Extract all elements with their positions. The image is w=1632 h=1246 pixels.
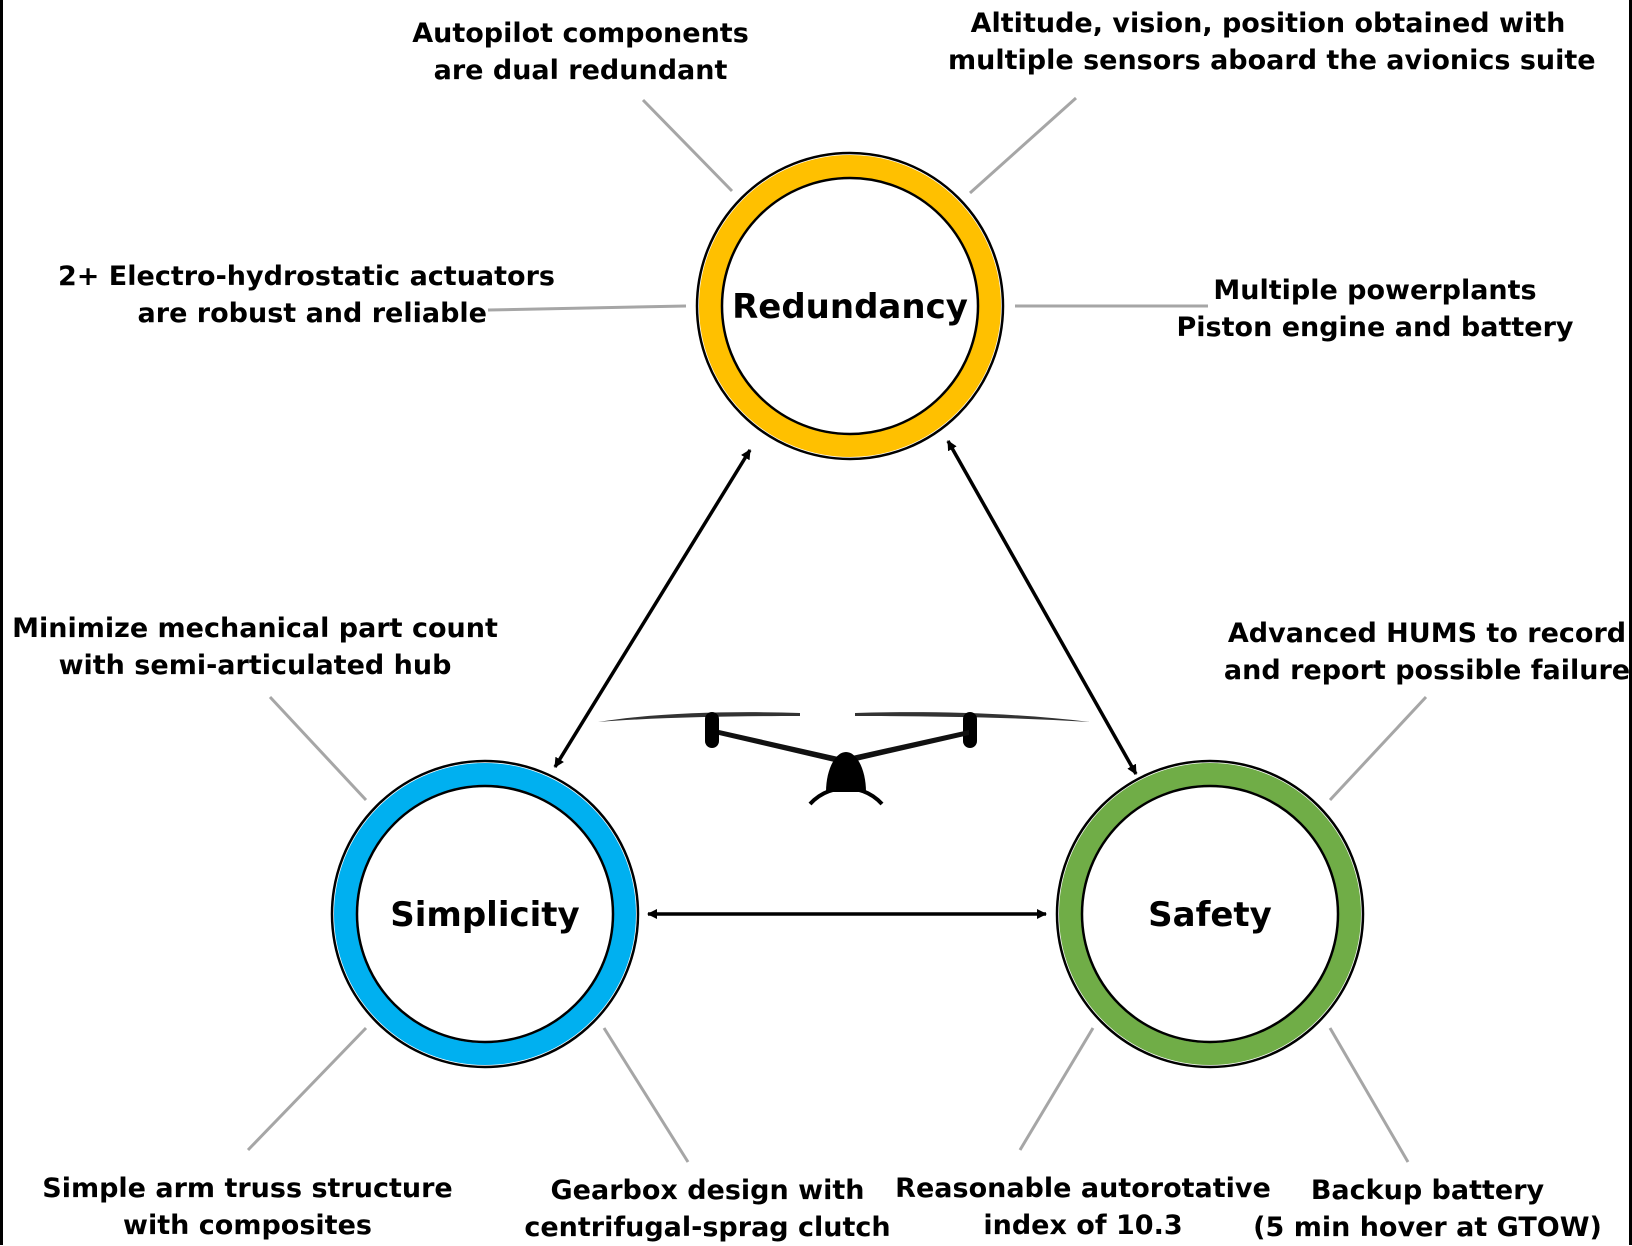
tiltrotor-aircraft-icon xyxy=(598,712,1090,806)
node-simplicity: Simplicity xyxy=(330,759,640,1069)
leader-altitude xyxy=(968,96,1078,195)
note-autopilot-line1: Autopilot components xyxy=(412,18,749,49)
frame-border-right xyxy=(1629,0,1632,1245)
note-gearbox-line2: centrifugal-sprag clutch xyxy=(524,1212,891,1243)
note-minimize: Minimize mechanical part count with semi… xyxy=(10,610,500,684)
arrow-redundancy-safety xyxy=(946,440,1138,775)
arrow-redundancy-simplicity xyxy=(553,449,752,768)
note-minimize-line1: Minimize mechanical part count xyxy=(12,613,498,644)
note-powerplants: Multiple powerplants Piston engine and b… xyxy=(1170,272,1580,346)
note-altitude-line1: Altitude, vision, position obtained with xyxy=(970,8,1566,39)
note-actuators-line1: 2+ Electro-hydrostatic actuators xyxy=(58,261,555,292)
note-altitude-line2: multiple sensors aboard the avionics sui… xyxy=(948,45,1596,76)
leader-autopilot xyxy=(641,98,734,193)
note-powerplants-line2: Piston engine and battery xyxy=(1176,312,1574,343)
note-autorotative: Reasonable autorotative index of 10.3 xyxy=(893,1170,1273,1244)
note-hums: Advanced HUMS to record and report possi… xyxy=(1222,615,1632,689)
redundancy-ring xyxy=(699,155,1001,457)
leader-actuators xyxy=(487,304,687,312)
leader-hums xyxy=(1328,695,1428,802)
note-arm-line2: with composites xyxy=(123,1210,372,1241)
simplicity-ring xyxy=(334,763,636,1065)
leader-gearbox xyxy=(602,1027,690,1163)
simplicity-label: Simplicity xyxy=(390,895,579,935)
node-safety: Safety xyxy=(1055,759,1365,1069)
relationship-arrows xyxy=(553,440,1138,919)
note-gearbox-line1: Gearbox design with xyxy=(550,1175,865,1206)
note-actuators-line2: are robust and reliable xyxy=(137,298,487,329)
redundancy-label: Redundancy xyxy=(732,287,968,327)
note-arm-line1: Simple arm truss structure xyxy=(42,1173,453,1204)
note-autorotative-line1: Reasonable autorotative xyxy=(895,1173,1271,1204)
note-backup-line1: Backup battery xyxy=(1310,1175,1545,1206)
note-autopilot: Autopilot components are dual redundant xyxy=(408,15,753,89)
note-altitude: Altitude, vision, position obtained with… xyxy=(948,5,1596,79)
note-backup: Backup battery (5 min hover at GTOW) xyxy=(1250,1172,1605,1246)
leader-minimize xyxy=(268,695,368,802)
leader-arm xyxy=(246,1026,368,1152)
node-redundancy: Redundancy xyxy=(695,151,1005,461)
safety-label: Safety xyxy=(1148,895,1272,935)
note-backup-line2: (5 min hover at GTOW) xyxy=(1253,1212,1602,1243)
leader-lines xyxy=(246,96,1428,1163)
note-autopilot-line2: are dual redundant xyxy=(433,55,728,86)
note-actuators: 2+ Electro-hydrostatic actuators are rob… xyxy=(40,258,555,332)
note-arm: Simple arm truss structure with composit… xyxy=(35,1170,460,1244)
note-powerplants-line1: Multiple powerplants xyxy=(1213,275,1537,306)
note-gearbox: Gearbox design with centrifugal-sprag cl… xyxy=(520,1172,895,1246)
note-minimize-line2: with semi-articulated hub xyxy=(58,650,452,681)
safety-ring xyxy=(1059,763,1361,1065)
frame-border-left xyxy=(0,0,3,1245)
note-hums-line2: and report possible failure xyxy=(1223,655,1631,686)
leader-autorotative xyxy=(1018,1027,1095,1151)
leader-backup xyxy=(1328,1027,1410,1163)
note-autorotative-line2: index of 10.3 xyxy=(983,1210,1183,1241)
note-hums-line1: Advanced HUMS to record xyxy=(1227,618,1627,649)
